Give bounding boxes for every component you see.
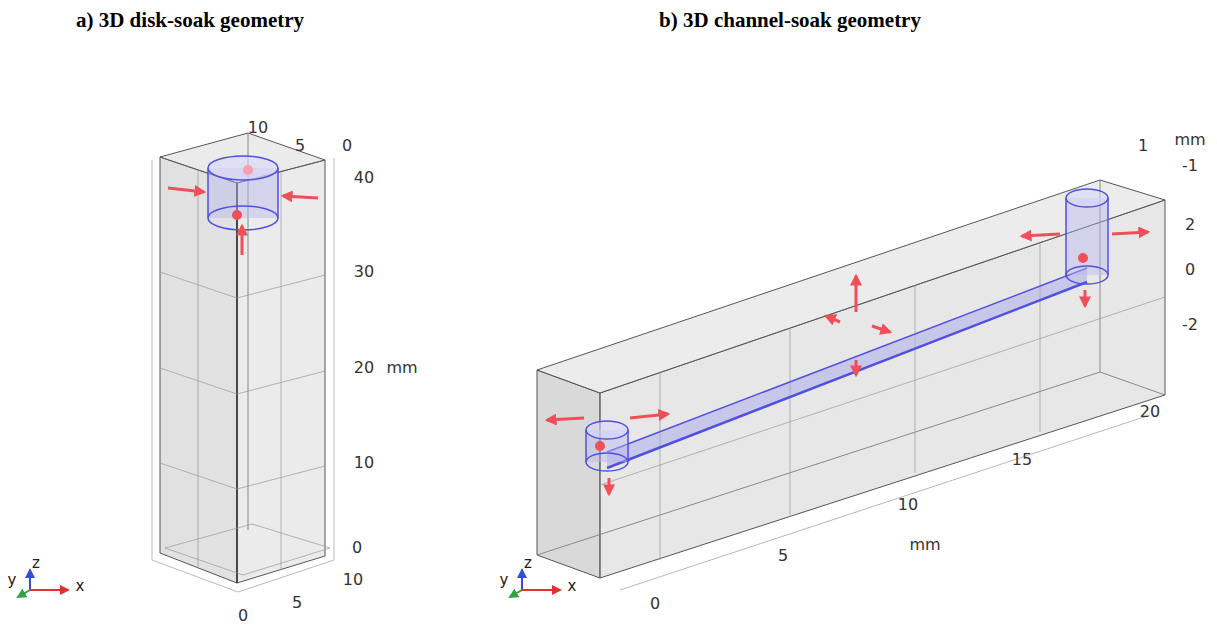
axis-label: x: [76, 579, 85, 594]
axis-triad: [510, 570, 560, 597]
box-face: [237, 160, 325, 583]
axis-label: z: [524, 556, 532, 571]
tick-label: 1: [1138, 138, 1148, 154]
tick-label: 40: [354, 170, 374, 186]
tick-label: 0: [342, 138, 352, 154]
tick-label: 2: [1185, 217, 1195, 233]
unit-label: mm: [1174, 132, 1205, 148]
tick-label: 0: [352, 540, 362, 556]
channel-soak-box: [537, 180, 1165, 590]
grid-lines: [600, 243, 1165, 590]
unit-label: mm: [386, 360, 417, 376]
grid-lines: [160, 170, 330, 575]
tick-label: 10: [898, 497, 918, 513]
boundary-arrows: [168, 165, 318, 255]
disk-soak-box: [152, 133, 334, 592]
box-face: [537, 370, 600, 578]
hidden-edge: [1100, 372, 1165, 395]
box-face: [160, 133, 325, 183]
tick-label: -1: [1182, 158, 1198, 174]
axis-label: y: [500, 573, 509, 588]
tick-label: 15: [1012, 452, 1032, 468]
tick-label: 5: [295, 138, 305, 154]
boundary-arrows: [547, 232, 1148, 494]
box-face: [160, 157, 237, 583]
tick-label: 0: [238, 608, 248, 624]
disk-cylinder: [208, 156, 278, 230]
axis-label: x: [568, 579, 577, 594]
tick-label: 5: [292, 595, 302, 611]
tick-label: 20: [354, 360, 374, 376]
box-edge: [236, 183, 238, 583]
tick-label: 30: [354, 264, 374, 280]
panel-title: b) 3D channel-soak geometry: [659, 10, 921, 31]
tick-label: 10: [248, 120, 268, 136]
tick-label: 0: [650, 596, 660, 612]
tick-label: 10: [343, 572, 363, 588]
panel-title: a) 3D disk-soak geometry: [76, 10, 304, 31]
outlet-cylinder: [1066, 189, 1108, 284]
axis-label: z: [32, 556, 40, 571]
tick-label: 5: [778, 548, 788, 564]
unit-label: mm: [909, 537, 940, 553]
axis-label: y: [8, 573, 17, 588]
tick-label: -2: [1182, 317, 1198, 333]
inlet-cylinder: [586, 421, 628, 471]
tick-label: 0: [1185, 262, 1195, 278]
tick-label: 10: [354, 455, 374, 471]
bounding-frame: [152, 158, 334, 592]
axis-triad: [18, 570, 68, 597]
channel-tube: [607, 268, 1087, 468]
tick-label: 20: [1140, 404, 1160, 420]
